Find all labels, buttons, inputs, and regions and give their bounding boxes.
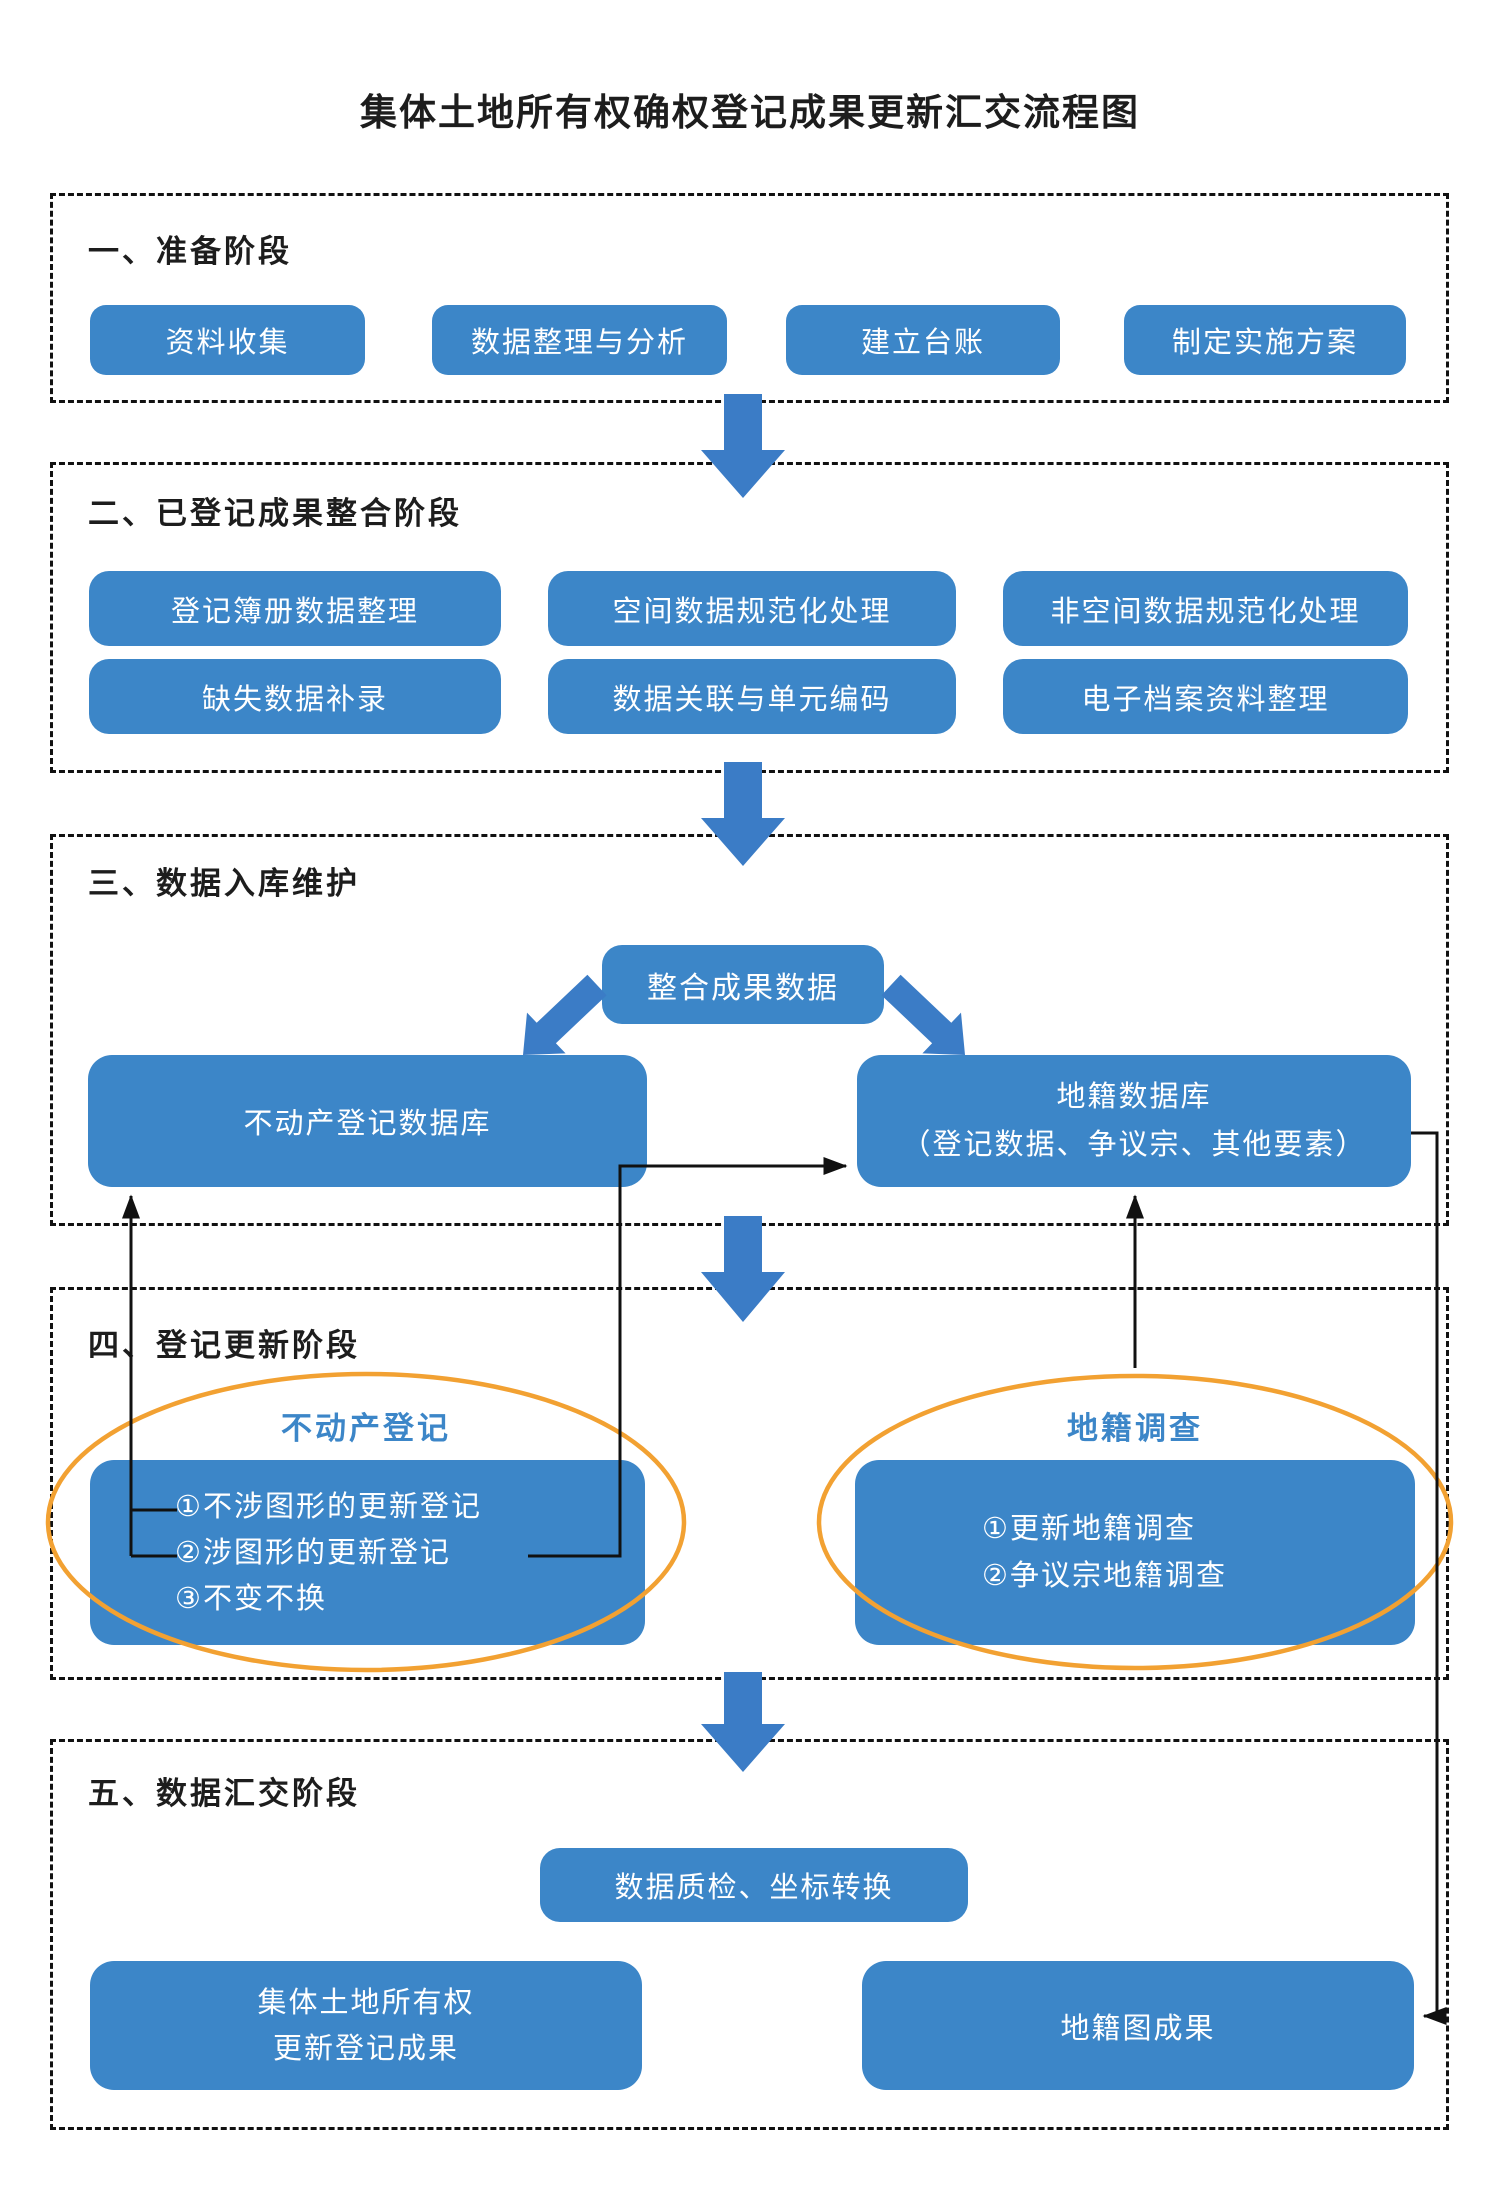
result-left-line2: 更新登记成果 [272,2032,459,2065]
node-realestate-registration-db: 不动产登记数据库 [88,1055,647,1187]
cadastral-db-subtitle: （登记数据、争议宗、其他要素） [901,1129,1367,1161]
survey-type-1: ①更新地籍调查 [982,1512,1196,1545]
stage-1-heading: 一、准备阶段 [88,234,292,269]
update-type-1: ①不涉图形的更新登记 [175,1490,482,1523]
node-integrated-result-data: 整合成果数据 [602,945,884,1024]
page-title: 集体土地所有权确权登记成果更新汇交流程图 [360,92,1140,133]
update-type-2: ②涉图形的更新登记 [175,1536,451,1569]
survey-type-2: ②争议宗地籍调查 [982,1559,1227,1592]
node-cadastral-db: 地籍数据库 （登记数据、争议宗、其他要素） [857,1055,1411,1187]
label-realestate-registration: 不动产登记 [281,1411,451,1446]
result-left-line1: 集体土地所有权 [257,1986,475,2019]
node-spatial-normalize: 空间数据规范化处理 [548,571,956,646]
node-implementation-plan: 制定实施方案 [1124,305,1406,375]
node-data-organize-analyze: 数据整理与分析 [432,305,727,375]
node-data-link-unit-coding: 数据关联与单元编码 [548,659,956,734]
node-collective-land-update-result: 集体土地所有权 更新登记成果 [90,1961,642,2090]
cadastral-db-title: 地籍数据库 [1056,1081,1212,1113]
stage-3-heading: 三、数据入库维护 [88,866,360,901]
node-data-collection: 资料收集 [90,305,365,375]
node-cadastral-map-result: 地籍图成果 [862,1961,1414,2090]
node-ledger-setup: 建立台账 [786,305,1060,375]
node-quality-check-coord-transform: 数据质检、坐标转换 [540,1848,968,1922]
node-cadastral-survey-types: ①更新地籍调查 ②争议宗地籍调查 [855,1460,1415,1645]
node-missing-data-supplement: 缺失数据补录 [89,659,501,734]
node-earchive-organize: 电子档案资料整理 [1003,659,1408,734]
stage-5-heading: 五、数据汇交阶段 [88,1776,360,1811]
node-register-book-organize: 登记簿册数据整理 [89,571,501,646]
node-nonspatial-normalize: 非空间数据规范化处理 [1003,571,1408,646]
update-type-3: ③不变不换 [175,1582,327,1615]
label-cadastral-survey: 地籍调查 [1067,1411,1203,1446]
stage-4-heading: 四、登记更新阶段 [88,1328,360,1363]
stage-2-heading: 二、已登记成果整合阶段 [88,496,462,531]
node-registration-update-types: ①不涉图形的更新登记 ②涉图形的更新登记 ③不变不换 [90,1460,645,1645]
